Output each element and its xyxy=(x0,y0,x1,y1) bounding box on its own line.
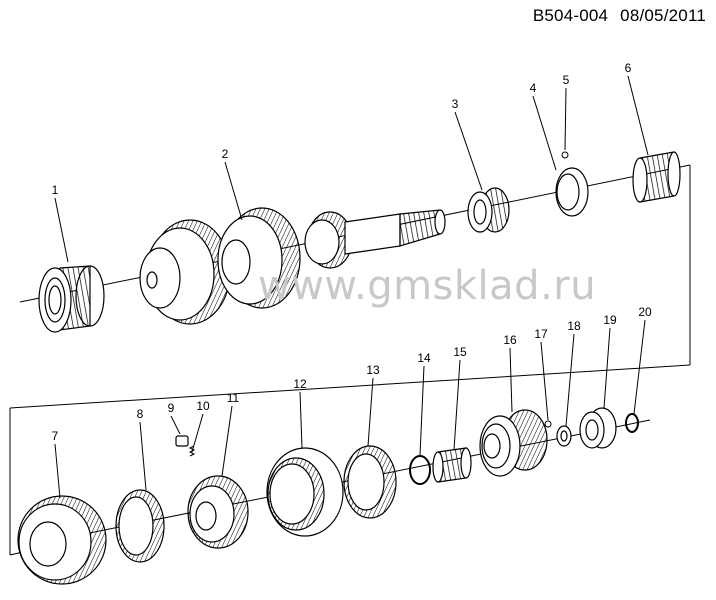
part-4-race xyxy=(555,167,589,217)
part-17-washer xyxy=(544,420,552,428)
part-7-gear xyxy=(17,495,107,585)
callout-18: 18 xyxy=(567,319,581,333)
leader-lines xyxy=(54,75,649,499)
diagram-date: 08/05/2011 xyxy=(620,6,706,25)
callout-8: 8 xyxy=(136,407,144,421)
callout-6: 6 xyxy=(624,61,632,75)
part-20-snap-ring xyxy=(625,413,639,433)
diagram-header: B504-004 08/05/2011 xyxy=(533,6,706,26)
callout-10: 10 xyxy=(196,399,210,413)
part-11-synchro-hub xyxy=(187,475,249,549)
callout-17: 17 xyxy=(534,327,548,341)
part-9-key xyxy=(175,435,189,447)
callout-9: 9 xyxy=(167,401,175,415)
part-5-ball xyxy=(561,151,569,159)
callout-2: 2 xyxy=(221,147,229,161)
part-13-synchro-ring xyxy=(343,445,397,519)
callout-1: 1 xyxy=(51,183,59,197)
part-12-sleeve xyxy=(266,447,344,537)
callout-14: 14 xyxy=(417,351,431,365)
part-16-gear xyxy=(479,409,548,477)
callout-5: 5 xyxy=(562,73,570,87)
part-1-tapered-bearing xyxy=(38,265,105,333)
part-6-needle-bearing xyxy=(632,151,681,203)
watermark-text: www.gmsklad.ru xyxy=(258,263,597,309)
callout-20: 20 xyxy=(638,305,652,319)
callout-11: 11 xyxy=(226,391,240,405)
part-2-countershaft xyxy=(139,207,446,325)
callout-13: 13 xyxy=(366,363,380,377)
part-18-washer xyxy=(556,425,572,447)
part-19-bearing xyxy=(579,407,617,449)
callout-19: 19 xyxy=(603,313,617,327)
part-15-needle-bearing xyxy=(432,447,472,483)
callout-4: 4 xyxy=(529,81,537,95)
callout-7: 7 xyxy=(51,429,59,443)
part-14-snap-ring xyxy=(409,455,431,485)
diagram-code: B504-004 xyxy=(532,6,609,25)
part-8-synchro-ring xyxy=(115,489,165,563)
callout-3: 3 xyxy=(451,97,459,111)
callout-16: 16 xyxy=(503,333,517,347)
callout-12: 12 xyxy=(293,377,307,391)
part-3-bearing xyxy=(467,187,510,233)
callout-15: 15 xyxy=(453,345,467,359)
